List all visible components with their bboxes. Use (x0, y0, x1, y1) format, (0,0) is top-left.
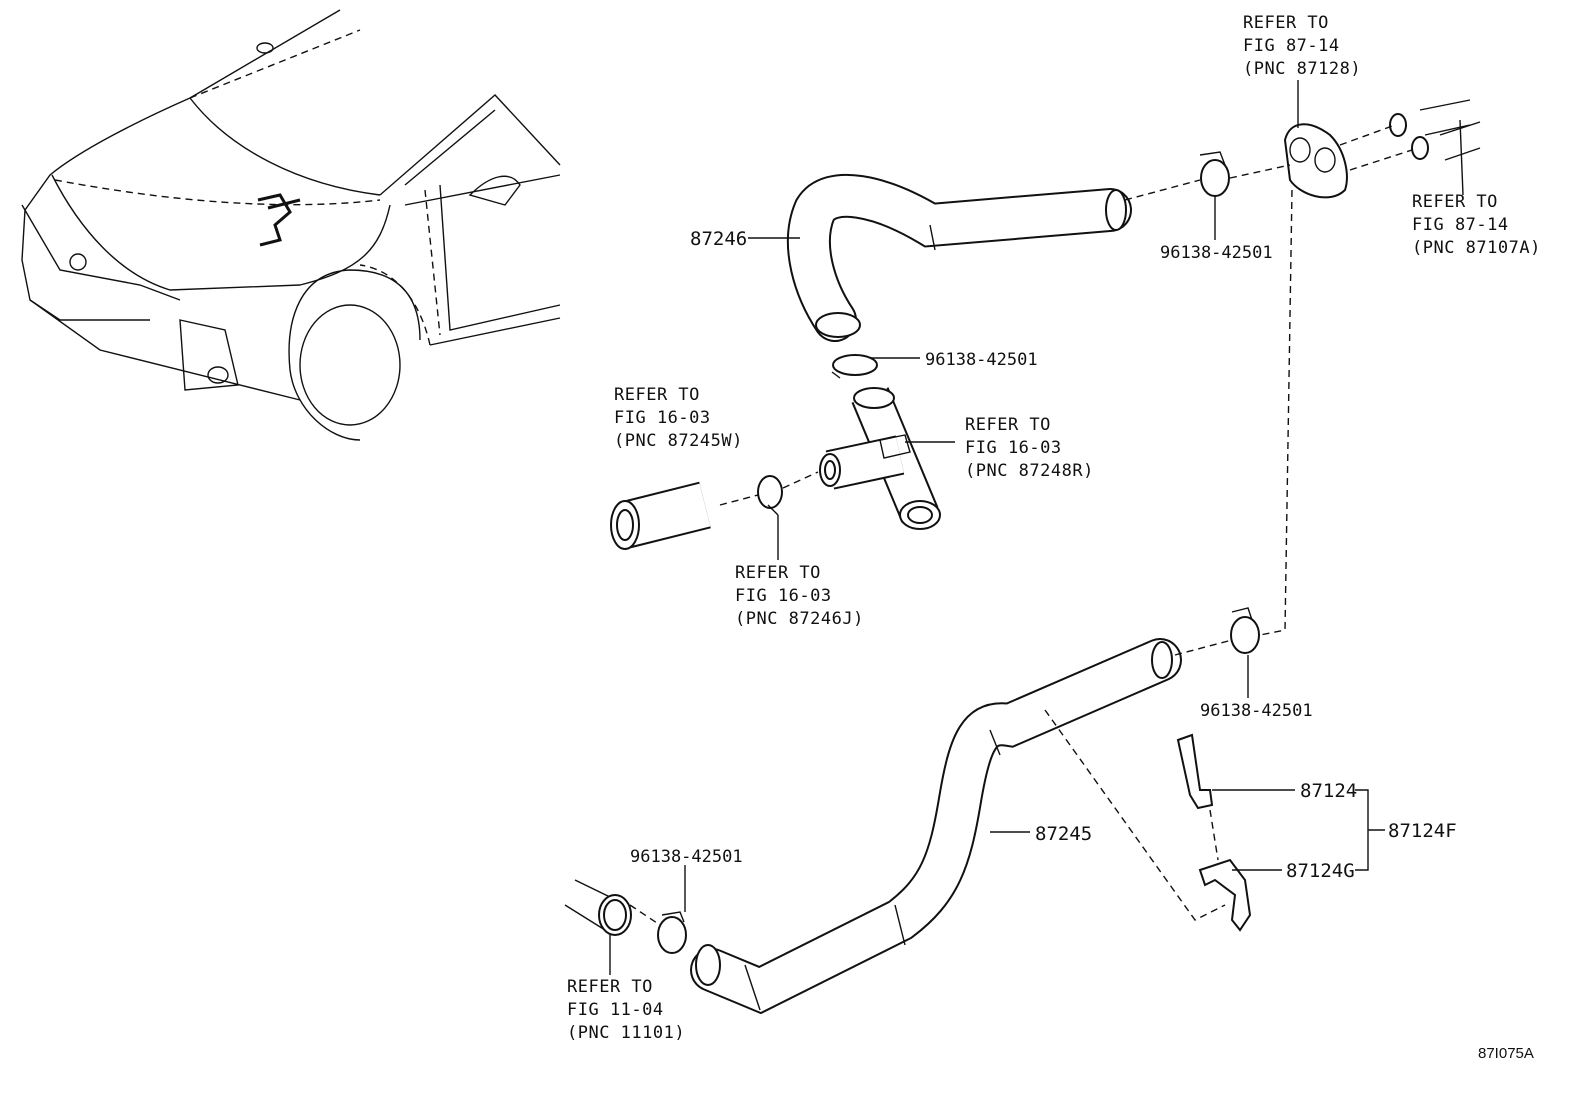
part-number-87124g: 87124G (1286, 860, 1355, 882)
clamp-mid (831, 354, 878, 379)
part-number-87124: 87124 (1300, 780, 1357, 802)
label-refer-tee: REFER TO FIG 16-03 (PNC 87248R) (965, 415, 1094, 481)
part-number-87124f: 87124F (1388, 820, 1457, 842)
svg-text:REFER TO: REFER TO (965, 415, 1051, 435)
engine-pipe (564, 879, 632, 936)
label-refer-hose-w: REFER TO FIG 16-03 (PNC 87245W) (614, 385, 743, 451)
hose-87245 (690, 638, 1182, 1015)
label-refer-clamp-j: REFER TO FIG 16-03 (PNC 87246J) (735, 563, 864, 629)
hose-87246 (786, 173, 1132, 342)
short-hose (610, 481, 711, 550)
clamp-bottom (657, 911, 687, 954)
svg-text:REFER TO: REFER TO (1243, 13, 1329, 33)
svg-text:REFER TO: REFER TO (614, 385, 700, 405)
svg-text:(PNC 87128): (PNC 87128) (1243, 59, 1361, 79)
part-number-87245: 87245 (1035, 823, 1092, 845)
clamp-left (757, 475, 783, 516)
svg-text:REFER TO: REFER TO (1412, 192, 1498, 212)
svg-text:FIG 87-14: FIG 87-14 (1412, 215, 1509, 235)
svg-text:FIG 87-14: FIG 87-14 (1243, 36, 1340, 56)
svg-text:(PNC 87107A): (PNC 87107A) (1412, 238, 1541, 258)
svg-text:(PNC 87245W): (PNC 87245W) (614, 431, 743, 451)
figure-code: 87I075A (1478, 1045, 1534, 1062)
svg-text:FIG 16-03: FIG 16-03 (735, 586, 832, 606)
svg-text:FIG 11-04: FIG 11-04 (567, 1000, 664, 1020)
label-refer-right-pipe: REFER TO FIG 87-14 (PNC 87107A) (1412, 192, 1541, 258)
svg-text:(PNC 87246J): (PNC 87246J) (735, 609, 864, 629)
label-refer-grommet: REFER TO FIG 87-14 (PNC 87128) (1243, 13, 1361, 79)
grommet (1283, 123, 1348, 199)
part-number-clamp-a: 96138-42501 (1160, 243, 1273, 263)
svg-text:(PNC 87248R): (PNC 87248R) (965, 461, 1094, 481)
svg-text:(PNC 11101): (PNC 11101) (567, 1023, 685, 1043)
part-number-clamp-c: 96138-42501 (1200, 701, 1313, 721)
svg-text:REFER TO: REFER TO (735, 563, 821, 583)
car-front-illustration (21, 9, 561, 441)
bracket-87124 (1176, 733, 1214, 810)
svg-text:FIG 16-03: FIG 16-03 (965, 438, 1062, 458)
leader-lines (609, 80, 1464, 975)
svg-text:FIG 16-03: FIG 16-03 (614, 408, 711, 428)
clamp-lower-right (1230, 607, 1260, 654)
label-refer-engine: REFER TO FIG 11-04 (PNC 11101) (567, 977, 685, 1043)
part-number-87246: 87246 (690, 228, 747, 250)
svg-text:REFER TO: REFER TO (567, 977, 653, 997)
right-pipes (1389, 99, 1481, 161)
routing-lines (629, 124, 1413, 926)
part-number-clamp-b: 96138-42501 (925, 350, 1038, 370)
part-number-clamp-d: 96138-42501 (630, 847, 743, 867)
tee-fitting (819, 387, 941, 530)
clamp-upper-right (1199, 151, 1230, 197)
